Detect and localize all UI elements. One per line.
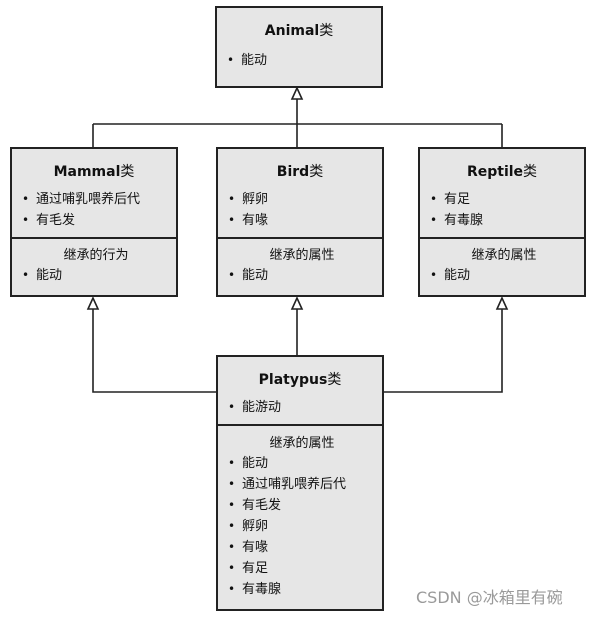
class-name-mammal: Mammal: [53, 164, 121, 180]
class-box-bird: Bird类 • 孵卵 • 有喙 继承的属性 • 能动: [216, 147, 384, 297]
class-suffix: 类: [319, 23, 334, 39]
attribute-text: 能动: [241, 53, 268, 68]
class-suffix: 类: [327, 372, 342, 388]
attribute-text: 能游动: [242, 400, 282, 415]
inheritance-arrow-bird: [290, 296, 304, 310]
bullet-icon: •: [22, 268, 30, 282]
inherited-section-platypus: 继承的属性 • 能动 • 通过哺乳喂养后代 • 有毛发 • 孵卵 • 有喙 • 有足 • 有毒…: [218, 424, 382, 600]
attribute-item: • 通过哺乳喂养后代: [22, 189, 170, 210]
inherited-section-title: 继承的属性: [269, 436, 335, 451]
inherited-item: • 能动: [228, 453, 376, 474]
attribute-text: 有喙: [242, 540, 269, 555]
attribute-text: 有毒腺: [242, 582, 282, 597]
class-title-platypus: Platypus类: [218, 371, 382, 389]
inherited-item: • 能动: [430, 265, 578, 286]
attribute-list-mammal: • 通过哺乳喂养后代 • 有毛发: [12, 189, 176, 237]
bullet-icon: •: [228, 477, 236, 491]
inherited-section-bird: 继承的属性 • 能动: [218, 237, 382, 286]
inherited-item: • 有毛发: [228, 495, 376, 516]
bullet-icon: •: [228, 456, 236, 470]
bullet-icon: •: [228, 192, 236, 206]
attribute-item: • 有足: [430, 189, 578, 210]
inherited-item: • 通过哺乳喂养后代: [228, 474, 376, 495]
attribute-text: 能动: [36, 268, 63, 283]
class-box-reptile: Reptile类 • 有足 • 有毒腺 继承的属性 • 能动: [418, 147, 586, 297]
bullet-icon: •: [228, 268, 236, 282]
attribute-text: 能动: [444, 268, 471, 283]
bullet-icon: •: [228, 519, 236, 533]
attribute-item: • 能动: [227, 50, 375, 71]
class-name-bird: Bird: [276, 164, 310, 180]
bullet-icon: •: [430, 268, 438, 282]
bullet-icon: •: [22, 192, 30, 206]
class-name-reptile: Reptile: [466, 164, 524, 180]
bullet-icon: •: [430, 213, 438, 227]
attribute-text: 能动: [242, 456, 269, 471]
class-title-mammal: Mammal类: [12, 163, 176, 181]
attribute-text: 孵卵: [242, 192, 269, 207]
inheritance-arrow-mammal: [86, 296, 100, 310]
class-box-mammal: Mammal类 • 通过哺乳喂养后代 • 有毛发 继承的行为 • 能动: [10, 147, 178, 297]
attribute-text: 有毛发: [242, 498, 282, 513]
attribute-text: 有毒腺: [444, 213, 484, 228]
attribute-text: 孵卵: [242, 519, 269, 534]
class-box-animal: Animal类 • 能动: [215, 6, 383, 88]
attribute-item: • 有毒腺: [430, 210, 578, 231]
bullet-icon: •: [227, 53, 235, 67]
inherited-section-mammal: 继承的行为 • 能动: [12, 237, 176, 286]
bullet-icon: •: [430, 192, 438, 206]
attribute-text: 有喙: [242, 213, 269, 228]
attribute-list-platypus: • 能游动: [218, 397, 382, 424]
class-title-bird: Bird类: [218, 163, 382, 181]
watermark-text: CSDN @冰箱里有碗: [416, 588, 563, 607]
bullet-icon: •: [228, 540, 236, 554]
bullet-icon: •: [228, 498, 236, 512]
attribute-item: • 孵卵: [228, 189, 376, 210]
inherited-item: • 能动: [228, 265, 376, 286]
inherited-item: • 有足: [228, 558, 376, 579]
class-name-animal: Animal: [264, 23, 320, 39]
inheritance-arrow-reptile: [495, 296, 509, 310]
class-suffix: 类: [523, 164, 538, 180]
attribute-item: • 能游动: [228, 397, 376, 418]
bullet-icon: •: [228, 582, 236, 596]
attribute-text: 通过哺乳喂养后代: [36, 192, 141, 207]
inherited-section-title: 继承的行为: [63, 248, 129, 263]
bullet-icon: •: [228, 213, 236, 227]
attribute-list-animal: • 能动: [217, 50, 381, 71]
bullet-icon: •: [228, 400, 236, 414]
attribute-text: 有毛发: [36, 213, 76, 228]
inherited-item: • 有毒腺: [228, 579, 376, 600]
class-name-platypus: Platypus: [258, 372, 328, 388]
connector-platypus-to-mammal: [92, 308, 216, 393]
bullet-icon: •: [22, 213, 30, 227]
class-title-reptile: Reptile类: [420, 163, 584, 181]
attribute-list-bird: • 孵卵 • 有喙: [218, 189, 382, 237]
attribute-text: 有足: [444, 192, 471, 207]
inherited-section-reptile: 继承的属性 • 能动: [420, 237, 584, 286]
attribute-text: 能动: [242, 268, 269, 283]
connector-platypus-to-reptile: [384, 308, 503, 393]
bullet-icon: •: [228, 561, 236, 575]
class-suffix: 类: [309, 164, 324, 180]
class-box-platypus: Platypus类 • 能游动 继承的属性 • 能动 • 通过哺乳喂养后代 • 有毛发 …: [216, 355, 384, 611]
inherited-item: • 有喙: [228, 537, 376, 558]
attribute-item: • 有喙: [228, 210, 376, 231]
attribute-text: 通过哺乳喂养后代: [242, 477, 347, 492]
attribute-list-reptile: • 有足 • 有毒腺: [420, 189, 584, 237]
inherited-item: • 能动: [22, 265, 170, 286]
class-title-animal: Animal类: [217, 22, 381, 40]
inherited-item: • 孵卵: [228, 516, 376, 537]
inherited-section-title: 继承的属性: [269, 248, 335, 263]
inherited-section-title: 继承的属性: [471, 248, 537, 263]
class-suffix: 类: [120, 164, 135, 180]
inheritance-arrow-animal: [290, 86, 304, 100]
attribute-item: • 有毛发: [22, 210, 170, 231]
attribute-text: 有足: [242, 561, 269, 576]
